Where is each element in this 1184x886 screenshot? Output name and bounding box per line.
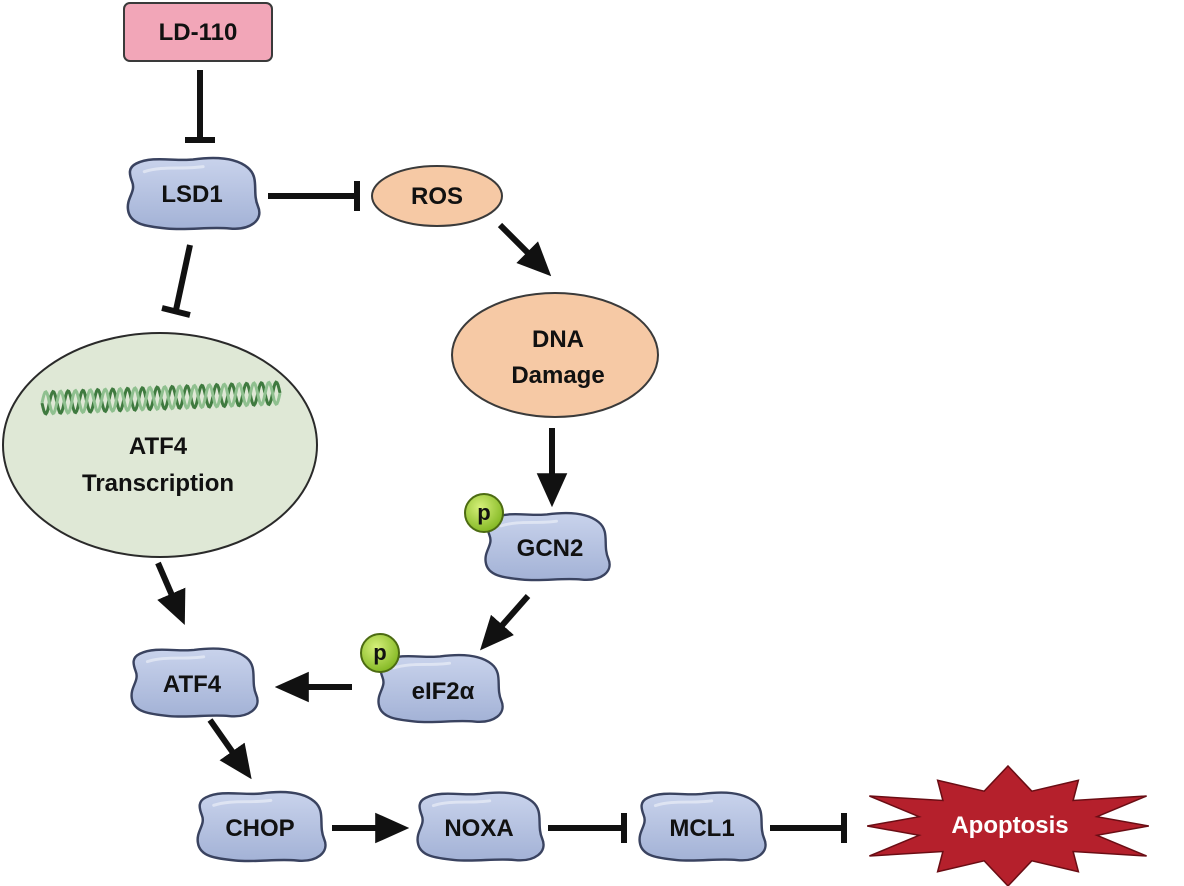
node-noxa: NOXA xyxy=(416,790,546,863)
node-lsd1: LSD1 xyxy=(126,156,261,231)
node-dna-damage: DNA Damage xyxy=(451,292,659,418)
gcn2-label: GCN2 xyxy=(517,535,584,562)
node-gcn2: GCN2 p xyxy=(464,493,612,582)
node-ld-110: LD-110 xyxy=(123,2,273,62)
edge-noxa-inhibits-mcl1 xyxy=(548,813,627,843)
edge-atf4-transcription-to-atf4 xyxy=(155,561,186,625)
ros-label: ROS xyxy=(411,183,463,210)
phospho-label-eif2a: p xyxy=(373,640,386,665)
phospho-label-gcn2: p xyxy=(477,500,490,525)
phospho-badge-gcn2: p xyxy=(464,493,504,533)
edge-ld110-inhibits-lsd1 xyxy=(185,70,215,143)
node-atf4: ATF4 xyxy=(130,647,260,719)
dna-helix-icon xyxy=(40,380,282,416)
node-ros: ROS xyxy=(371,165,503,227)
apoptosis-starburst xyxy=(867,764,1149,886)
phospho-badge-eif2a: p xyxy=(360,633,400,673)
chop-label: CHOP xyxy=(225,815,294,842)
node-apoptosis: Apoptosis xyxy=(867,764,1149,886)
edge-lsd1-inhibits-ros xyxy=(268,181,360,211)
mcl1-label: MCL1 xyxy=(669,815,734,842)
dna-damage-label-line2: Damage xyxy=(511,362,604,389)
node-mcl1: MCL1 xyxy=(638,790,768,863)
edge-ros-to-dna-damage xyxy=(497,222,552,277)
node-atf4-transcription: ATF4 Transcription xyxy=(2,332,318,558)
edge-atf4-to-chop xyxy=(207,718,252,780)
eif2a-label: eIF2α xyxy=(412,678,475,705)
node-chop: CHOP xyxy=(196,790,328,863)
ld-110-label: LD-110 xyxy=(159,19,238,46)
atf4-label: ATF4 xyxy=(163,671,222,698)
edge-mcl1-inhibits-apoptosis xyxy=(770,813,847,843)
edge-gcn2-to-eif2a xyxy=(480,594,531,651)
apoptosis-label: Apoptosis xyxy=(951,812,1068,839)
dna-damage-label-line1: DNA xyxy=(532,326,584,353)
node-eif2a: eIF2α p xyxy=(360,633,505,724)
lsd1-label: LSD1 xyxy=(161,181,222,208)
edge-lsd1-inhibits-atf4-transcription xyxy=(161,244,193,318)
atf4-transcription-label-line1: ATF4 xyxy=(129,433,188,460)
atf4-transcription-label-line2: Transcription xyxy=(82,470,234,497)
noxa-label: NOXA xyxy=(444,815,513,842)
